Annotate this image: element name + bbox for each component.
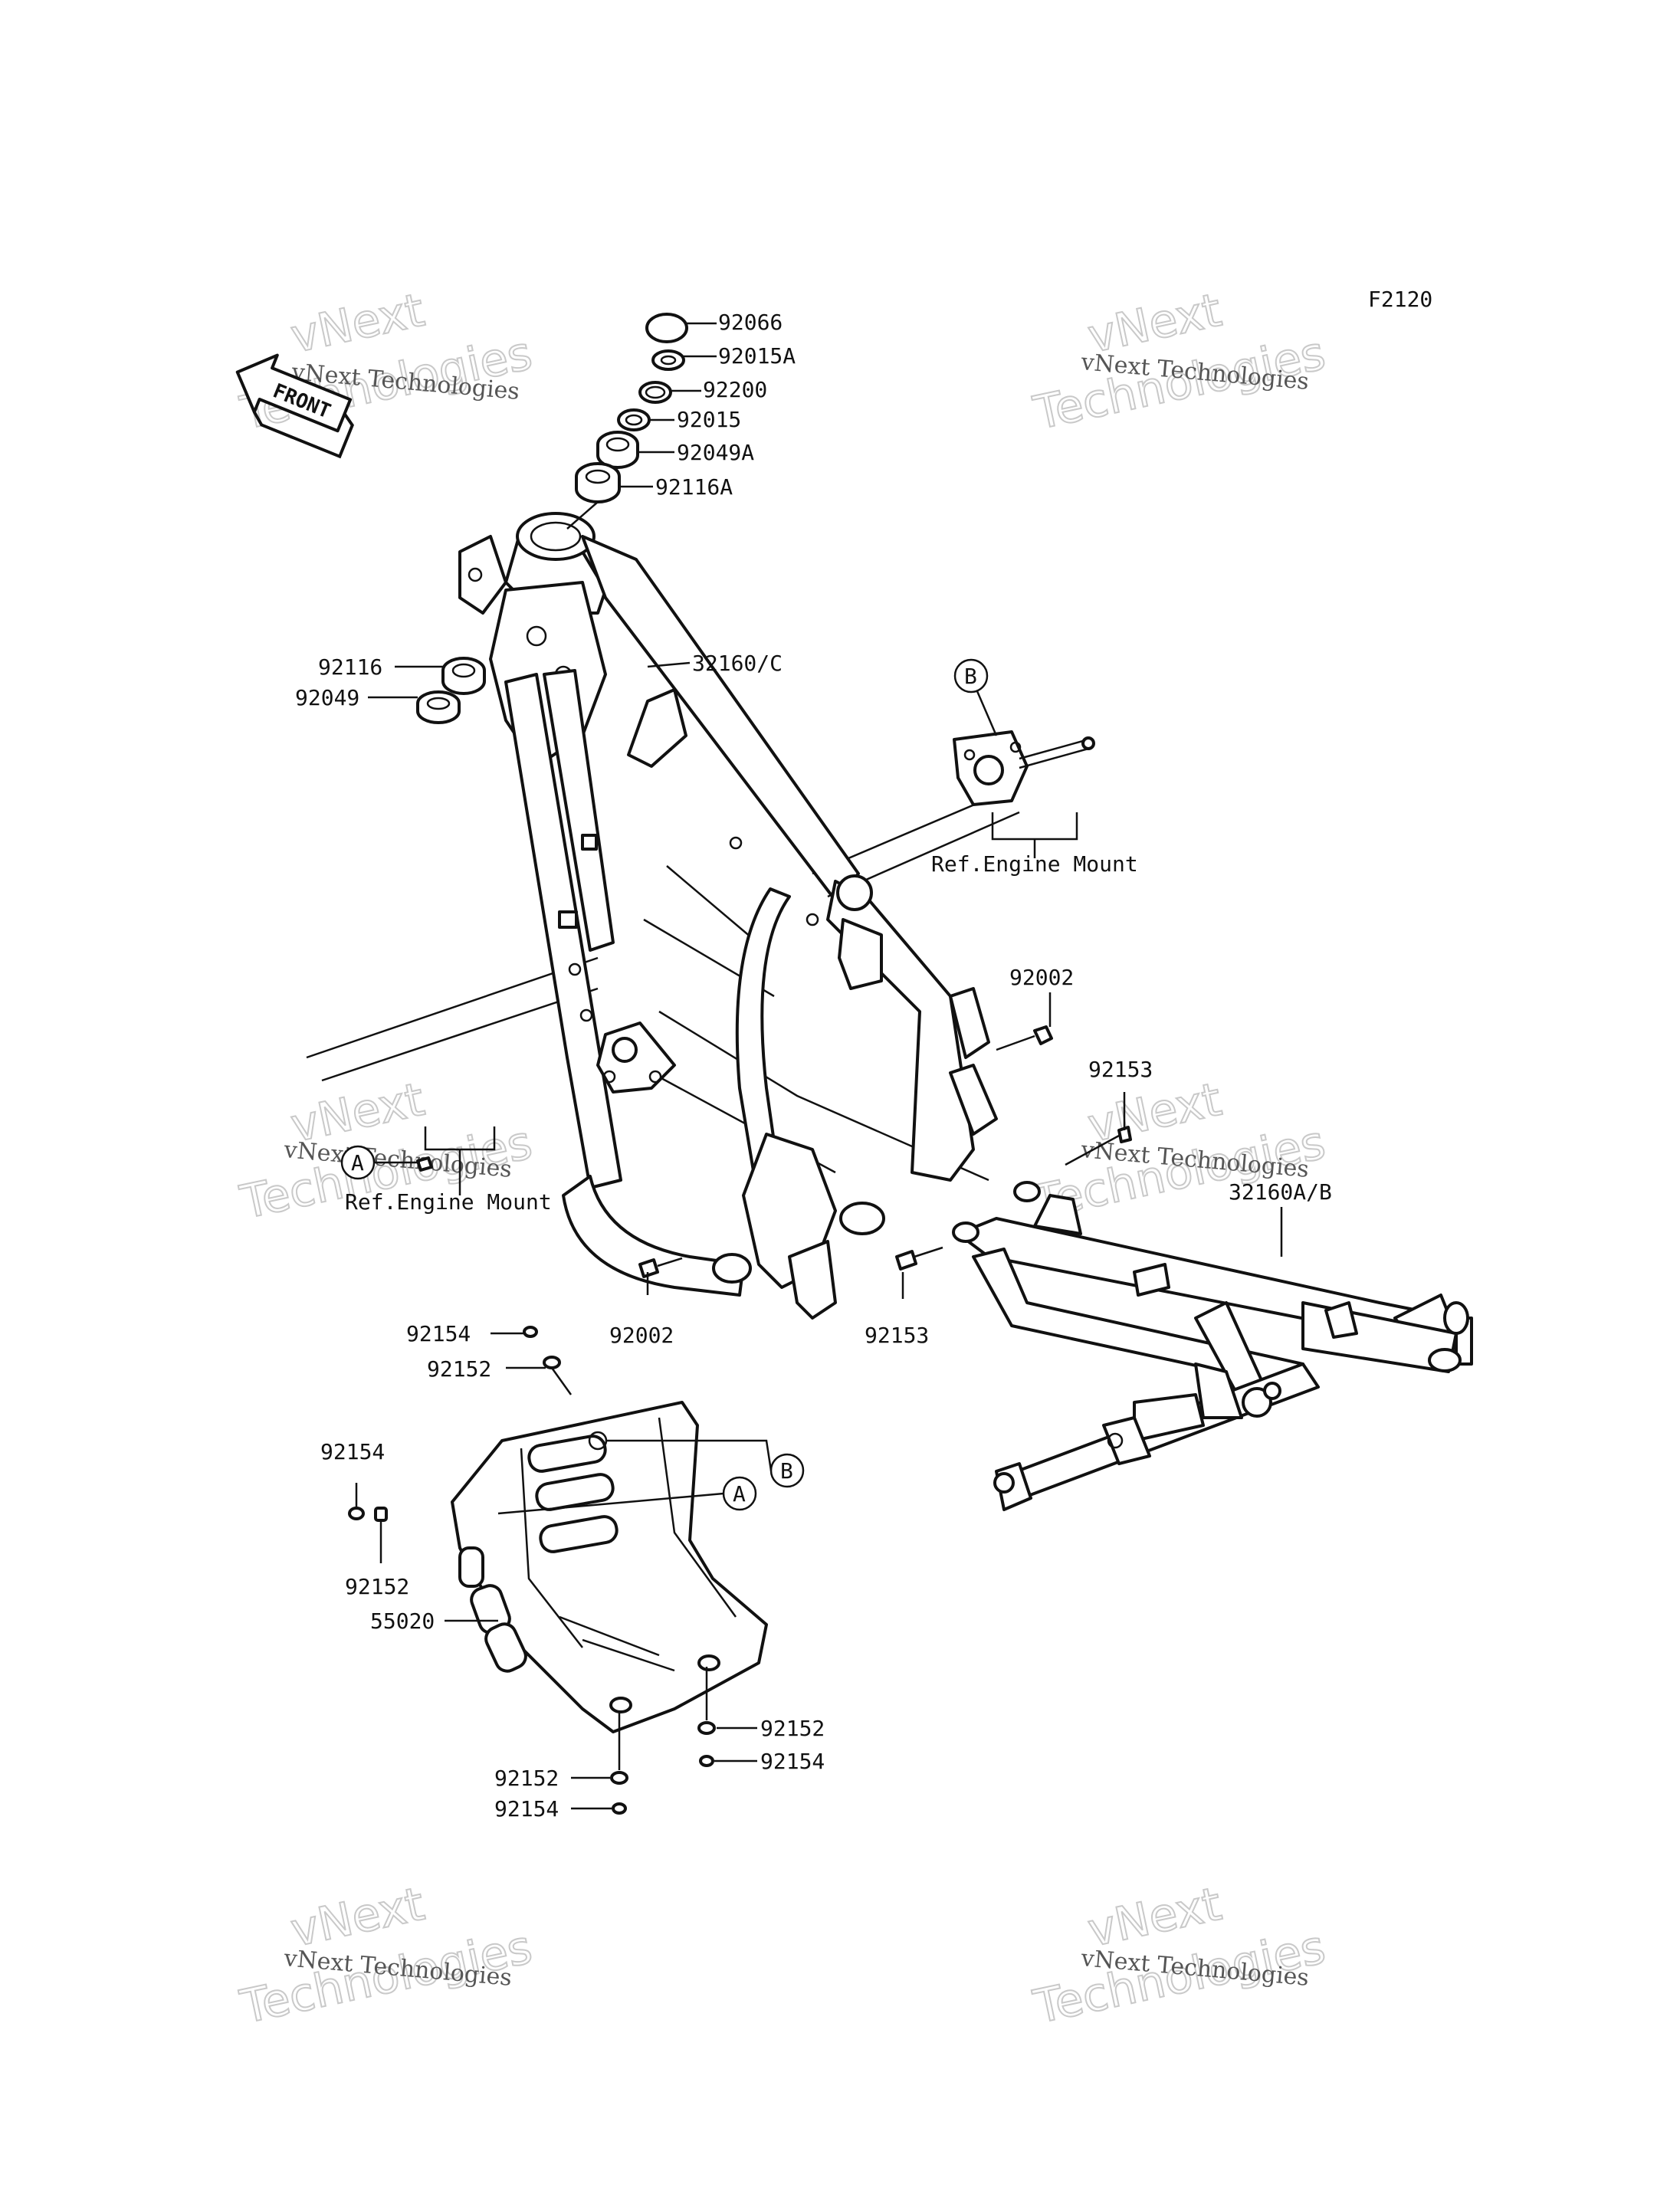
callout-a-letter: A	[351, 1150, 364, 1176]
callout-a-plate: A	[497, 1476, 757, 1515]
label-92116: 92116	[318, 654, 382, 680]
nut-92015	[617, 408, 651, 431]
label-92154-c: 92154	[760, 1749, 825, 1774]
label-92002-top: 92002	[1009, 965, 1074, 990]
label-32160AB: 32160A/B	[1229, 1179, 1332, 1205]
steering-stack	[416, 313, 688, 724]
watermark-top-right: vNext Technologies vNext Technologies	[1029, 283, 1331, 441]
callout-b-top: B	[953, 658, 998, 736]
label-92154-a: 92154	[406, 1321, 471, 1346]
nut-92015A	[651, 349, 685, 371]
leader-lines	[355, 322, 1283, 1810]
label-92049: 92049	[295, 685, 359, 710]
callout-b-letter: B	[964, 664, 977, 689]
label-32160C: 32160/C	[692, 651, 783, 676]
callout-b-plate: B	[605, 1439, 805, 1488]
label-92153-bottom: 92153	[865, 1323, 929, 1348]
label-92002-bottom: 92002	[609, 1323, 674, 1348]
label-92154-b: 92154	[320, 1439, 385, 1464]
label-92015A: 92015A	[718, 343, 796, 369]
engine-mount-bracket-b	[953, 730, 1095, 806]
figure-code: F2120	[1368, 287, 1432, 312]
label-92154-d: 92154	[494, 1796, 559, 1822]
callout-b-letter: B	[780, 1458, 793, 1484]
label-92153-top: 92153	[1088, 1057, 1153, 1082]
main-frame-32160C	[306, 512, 1020, 1320]
watermark-top-left: vNext Technologies vNext Technologies	[235, 283, 538, 441]
sub-frame-32160AB	[952, 1181, 1473, 1511]
seal-92049	[416, 690, 461, 724]
label-92152-c: 92152	[760, 1716, 825, 1741]
label-92152-d: 92152	[494, 1766, 559, 1791]
washer-92200	[638, 381, 672, 404]
label-ref-engine-mount-b: Ref.Engine Mount	[931, 851, 1138, 877]
part-labels: 92066 92015A 92200 92015 92049A 92116A 9…	[295, 310, 1332, 1822]
watermark-bottom-right: vNext Technologies vNext Technologies	[1029, 1877, 1331, 2035]
label-92152-b: 92152	[345, 1574, 409, 1599]
label-92200: 92200	[703, 377, 767, 402]
callout-a-letter: A	[733, 1481, 746, 1507]
label-92015: 92015	[677, 407, 741, 432]
skid-plate-55020	[451, 1401, 768, 1733]
callout-a-left: A	[340, 1145, 420, 1180]
engine-mount-bracket-a	[416, 1021, 676, 1172]
label-55020: 55020	[370, 1608, 435, 1634]
cap-92066	[645, 313, 688, 343]
label-92066: 92066	[718, 310, 783, 335]
watermark-bottom-left: vNext Technologies vNext Technologies	[235, 1877, 538, 2035]
label-92152-a: 92152	[427, 1356, 491, 1382]
label-92116A: 92116A	[655, 474, 733, 500]
label-ref-engine-mount-a: Ref.Engine Mount	[345, 1189, 552, 1215]
label-92049A: 92049A	[677, 440, 754, 465]
